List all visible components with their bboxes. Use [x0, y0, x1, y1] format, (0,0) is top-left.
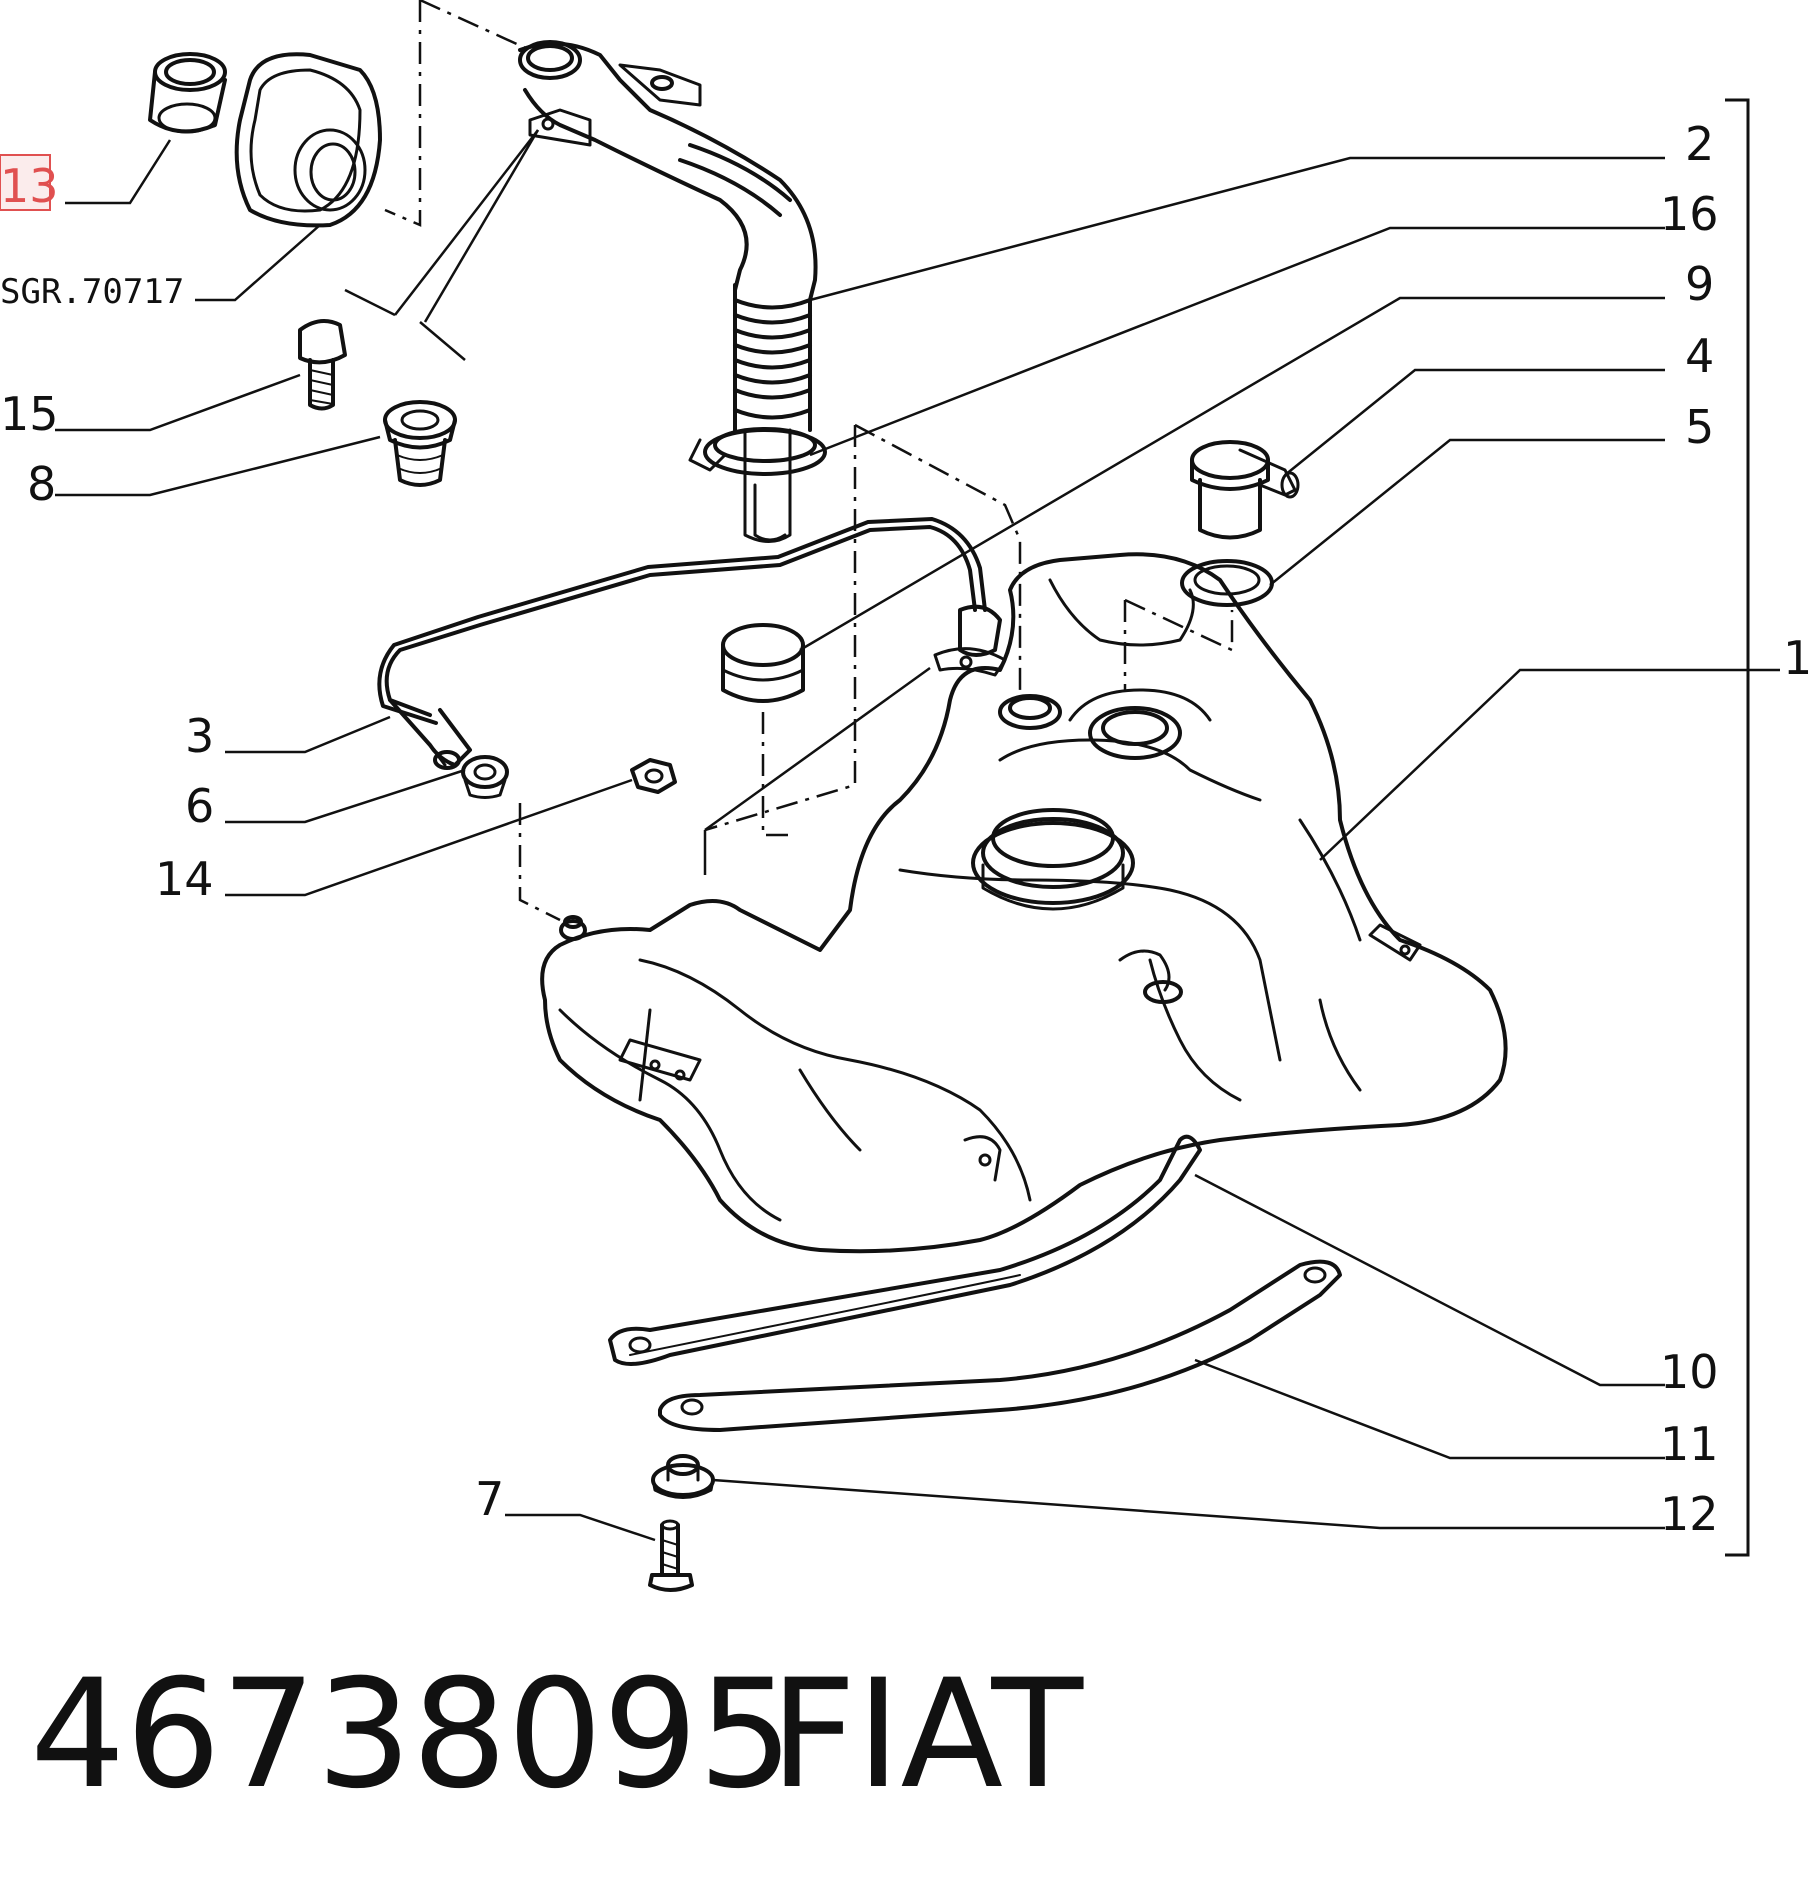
- callout-9: 9: [1685, 257, 1714, 311]
- nut: [630, 758, 677, 794]
- callout-sgr: SGR.70717: [0, 272, 184, 312]
- callout-7: 7: [475, 1472, 504, 1526]
- callout-3: 3: [185, 709, 214, 763]
- grommet: [461, 755, 509, 799]
- fuel-tank: [540, 552, 1508, 1254]
- callout-8: 8: [27, 457, 56, 511]
- gasket: [234, 52, 382, 228]
- filler-hose: [518, 40, 818, 543]
- callout-6: 6: [185, 779, 214, 833]
- hose-clamp: [688, 427, 827, 476]
- callout-2: 2: [1685, 117, 1714, 171]
- callout-5: 5: [1685, 400, 1714, 454]
- vent-pipe: [377, 517, 1007, 770]
- callout-16: 16: [1660, 187, 1719, 241]
- fuel-cap: [148, 52, 227, 134]
- plug: [383, 400, 457, 487]
- callout-labels: 13 SGR.70717 15 8 3 6 14 7 2 16 9 4 5 1 …: [0, 117, 1811, 1541]
- strap-upper: [608, 1134, 1202, 1366]
- callout-13: 13: [0, 159, 59, 213]
- callout-4: 4: [1685, 329, 1714, 383]
- callout-10: 10: [1660, 1345, 1719, 1399]
- callout-1: 1: [1783, 631, 1811, 685]
- valve: [1190, 440, 1300, 540]
- pump-cap: [721, 623, 805, 703]
- callout-15: 15: [0, 387, 59, 441]
- callout-14: 14: [155, 852, 214, 906]
- screw: [648, 1519, 694, 1592]
- brand-name: FIAT: [770, 1648, 1084, 1822]
- part-number: 46738095: [30, 1648, 794, 1822]
- callout-11: 11: [1660, 1417, 1719, 1471]
- callout-12: 12: [1660, 1487, 1719, 1541]
- callout-13-highlight: [0, 154, 51, 211]
- bolt: [298, 319, 347, 411]
- strap-lower: [658, 1259, 1342, 1432]
- seal-ring: [1180, 559, 1274, 607]
- washer: [651, 1454, 715, 1499]
